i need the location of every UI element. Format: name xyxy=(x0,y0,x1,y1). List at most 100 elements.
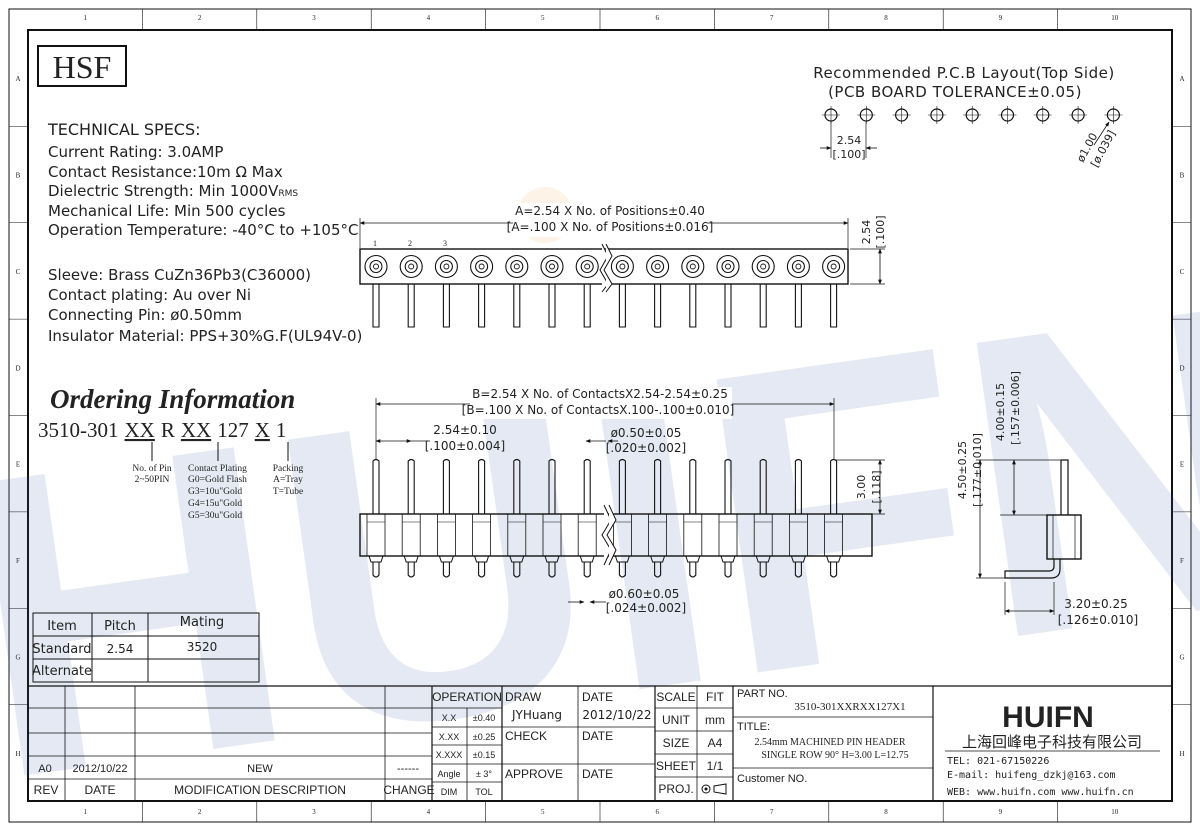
front-tail xyxy=(689,562,697,578)
front-contact xyxy=(366,458,386,578)
top-socket xyxy=(470,254,494,328)
grid-row-label: E xyxy=(16,461,20,469)
scale-label: SCALE xyxy=(656,690,695,704)
top-socket xyxy=(610,254,634,328)
pcb-layout-title: Recommended P.C.B Layout(Top Side) xyxy=(813,64,1114,82)
grid-col-label: 2 xyxy=(198,14,202,22)
mating-row-alternate: Alternate xyxy=(32,664,92,679)
mating-header-item: Item xyxy=(47,619,77,634)
dim-label: DIM xyxy=(441,787,458,797)
pcb-hole-row xyxy=(822,106,1123,124)
side-foot-length: 3.20±0.25 xyxy=(1064,597,1128,611)
front-contact xyxy=(542,458,562,578)
top-pin xyxy=(478,284,486,328)
front-pin xyxy=(372,458,380,514)
grid-row-label: G xyxy=(1179,653,1184,661)
grid-row-label: H xyxy=(1179,750,1184,758)
front-sleeve xyxy=(648,513,667,557)
spec-sleeve: Sleeve: Brass CuZn36Pb3(C36000) xyxy=(48,266,311,284)
pcb-pitch: 2.54 xyxy=(837,134,862,147)
title-line-1: 2.54mm MACHINED PIN HEADER xyxy=(754,737,905,748)
pcb-layout: Recommended P.C.B Layout(Top Side) (PCB … xyxy=(813,64,1123,169)
sheet-value: 1/1 xyxy=(707,759,724,773)
date-header: DATE xyxy=(84,783,115,797)
spec-dielectric-strength: Dielectric Strength: Min 1000VRMS xyxy=(48,182,298,200)
pin-number-1: 1 xyxy=(373,239,377,248)
front-contact xyxy=(753,458,773,578)
front-sleeve xyxy=(401,513,421,557)
rev-header: REV xyxy=(34,783,59,797)
title-line-2: SINGLE ROW 90° H=3.00 L=12.75 xyxy=(761,750,908,761)
front-sleeve xyxy=(613,513,632,557)
tol-xxx-value: ±0.25 xyxy=(473,732,495,742)
front-pin xyxy=(759,458,767,514)
mating-table-frame xyxy=(32,612,260,683)
company-logo: HUIFN xyxy=(1002,701,1094,734)
rev-a0: A0 xyxy=(38,763,51,775)
top-pin xyxy=(407,284,415,328)
packing-tube: T=Tube xyxy=(273,487,303,497)
front-tail xyxy=(794,562,802,578)
grid-col-label: 4 xyxy=(427,808,431,816)
packing-label: Packing xyxy=(273,464,304,474)
company-name: 上海回峰电子科技有限公司 xyxy=(962,734,1142,751)
top-pin xyxy=(442,284,450,328)
front-sleeve xyxy=(753,513,773,557)
top-socket xyxy=(434,254,458,328)
specs-title: TECHNICAL SPECS: xyxy=(47,120,201,139)
tol-xxxx-value: ±0.15 xyxy=(473,750,495,760)
front-pin xyxy=(548,458,556,514)
title-block: A0 2012/10/22 NEW ------ REV DATE MODIFI… xyxy=(28,685,1172,801)
spec-contact-plating: Contact plating: Au over Ni xyxy=(48,286,251,304)
front-contact xyxy=(824,458,843,578)
grid-row-label: H xyxy=(15,750,20,758)
customer-no-label: Customer NO. xyxy=(737,773,807,785)
front-tail-diameter: ø0.60±0.05 xyxy=(609,587,680,601)
part-number: 3510-301XXRXX127X1 xyxy=(794,701,905,713)
front-view: B=2.54 X No. of ContactsX2.54-2.54±0.25 … xyxy=(359,387,885,615)
top-pin xyxy=(548,284,556,328)
front-contact xyxy=(401,458,421,578)
front-sleeve xyxy=(507,513,527,557)
company-web: WEB: www.huifn.com www.huifn.cn xyxy=(947,787,1134,798)
rev-a0-change: ------ xyxy=(397,763,419,775)
grid-col-label: 3 xyxy=(312,14,316,22)
front-view-connector xyxy=(359,458,873,578)
grid-row-label: G xyxy=(15,653,20,661)
top-height: 2.54 xyxy=(860,220,873,245)
front-pin xyxy=(794,458,802,514)
side-pin-bend xyxy=(1004,559,1061,579)
top-socket xyxy=(540,254,564,328)
check-label: CHECK xyxy=(505,729,547,743)
front-pitch: 2.54±0.10 xyxy=(433,423,497,437)
top-socket xyxy=(681,254,705,328)
front-sleeve xyxy=(472,513,492,557)
front-pin xyxy=(724,458,732,514)
plating-g5: G5=30u"Gold xyxy=(188,511,242,521)
grid-row-label: E xyxy=(1180,461,1184,469)
front-pin xyxy=(830,458,838,514)
front-pin xyxy=(513,458,521,514)
pcb-hole xyxy=(892,106,911,124)
grid-col-label: 4 xyxy=(427,14,431,22)
front-contact xyxy=(436,458,456,578)
hsf-logo-box xyxy=(37,45,127,87)
draw-label: DRAW xyxy=(505,690,542,704)
grid-col-label: 6 xyxy=(655,808,659,816)
tol-xx-value: ±0.40 xyxy=(473,713,495,723)
top-socket xyxy=(786,254,810,328)
top-pin xyxy=(654,284,662,328)
front-sleeve xyxy=(436,513,456,557)
front-tail xyxy=(618,562,626,578)
tol-label: TOL xyxy=(475,787,492,797)
grid-row-label: A xyxy=(15,75,20,83)
side-pin-upper xyxy=(1061,459,1069,515)
unit-label: UNIT xyxy=(662,713,691,727)
side-view: 4.50±0.25 [.177±0.010] 4.00±0.15 [.157±0… xyxy=(956,371,1138,627)
top-socket xyxy=(505,254,529,328)
side-total-height-inch: [.177±0.010] xyxy=(971,433,984,507)
drawer-name: JYHuang xyxy=(511,708,562,722)
